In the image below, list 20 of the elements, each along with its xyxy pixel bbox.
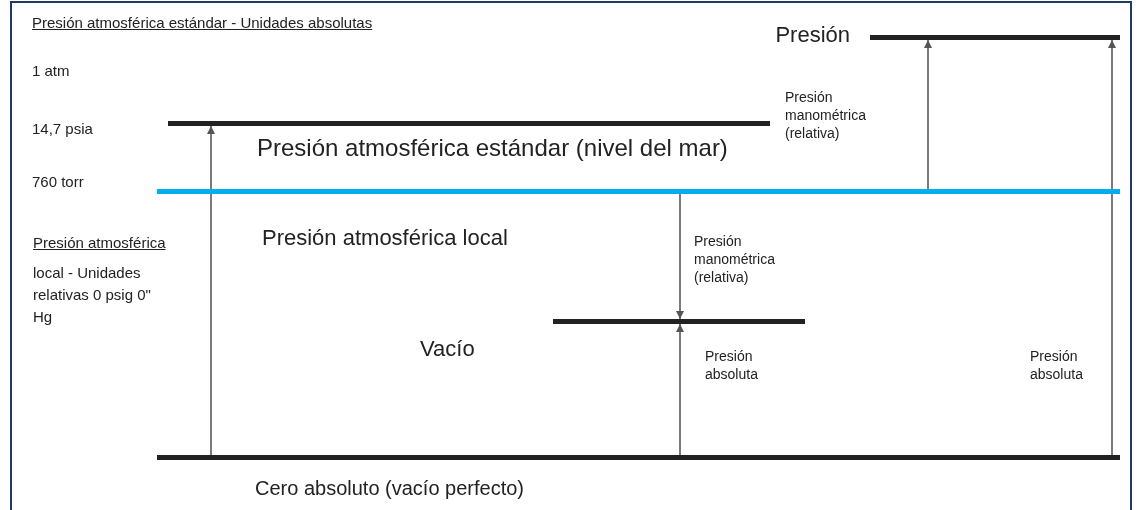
level-label: Presión [775,22,850,49]
edge-label: Presión manométrica (relativa) [785,88,867,143]
arrow [676,323,684,456]
level-label: Presión atmosférica local [262,225,508,252]
note-text: 1 atm [32,62,70,80]
arrow [1108,39,1116,456]
arrow [676,193,684,320]
level-label: Cero absoluto (vacío perfecto) [255,476,525,500]
edge-label: Presión absoluta [1030,347,1084,384]
level-label: Vacío [420,336,475,363]
level-label: Presión atmosférica estándar (nivel del mar) [257,134,728,163]
note-text: 760 torr [32,173,84,191]
note-text: Presión atmosférica [33,234,166,252]
edge-label: Presión absoluta [705,347,759,384]
arrow [207,125,215,456]
edge-label: Presión manométrica (relativa) [694,232,776,287]
note-text: local - Unidades relativas 0 psig 0" Hg [33,263,152,327]
note-text: 14,7 psia [32,120,93,138]
note-text: Presión atmosférica estándar - Unidades absolutas [32,14,373,32]
arrow [924,39,932,190]
